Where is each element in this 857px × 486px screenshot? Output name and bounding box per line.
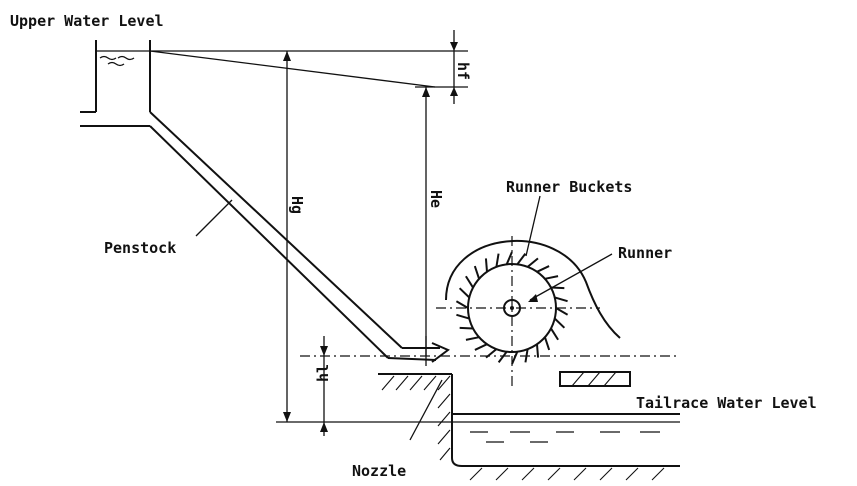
runner-bucket	[465, 275, 474, 289]
runner-bucket	[555, 307, 569, 316]
penstock-pipe	[149, 111, 440, 361]
runner-buckets	[455, 251, 569, 365]
hf-dimension	[450, 30, 458, 104]
runner-leader	[529, 253, 613, 301]
runner-bucket	[474, 343, 488, 351]
nozzle	[409, 336, 450, 441]
reservoir	[80, 40, 151, 127]
runner-bucket	[459, 326, 474, 330]
runner-bucket	[516, 253, 527, 265]
runner-bucket	[455, 300, 469, 309]
tailrace-water-level-label: Tailrace Water Level	[636, 394, 817, 412]
runner-bucket	[554, 317, 566, 329]
foundation	[378, 373, 680, 481]
runner-bucket	[465, 336, 480, 341]
runner-bucket	[544, 275, 559, 280]
runner-bucket	[524, 348, 529, 363]
runner-bucket	[550, 327, 559, 341]
upper-water-level-label: Upper Water Level	[10, 12, 164, 30]
runner-bucket	[505, 251, 513, 265]
penstock-label: Penstock	[104, 239, 176, 257]
runner-bucket	[554, 296, 568, 303]
runner-buckets-label: Runner Buckets	[506, 178, 632, 196]
hg-label: Hg	[288, 196, 306, 214]
runner-buckets-leader	[525, 195, 541, 257]
he-dimension	[422, 87, 430, 356]
runner-bucket	[473, 265, 481, 280]
hl-label: hl	[314, 364, 332, 382]
nozzle-label: Nozzle	[352, 462, 406, 480]
runner-bucket	[511, 351, 519, 365]
runner-bucket	[536, 265, 550, 273]
runner-bucket	[458, 287, 470, 299]
hl-dimension	[320, 336, 328, 436]
tailrace-water	[452, 413, 680, 443]
deflector-plate	[559, 371, 631, 387]
runner-bucket	[543, 336, 551, 351]
runner-casing	[445, 239, 621, 339]
hg-dimension	[283, 51, 291, 422]
hf-label: hf	[454, 62, 472, 80]
he-label: He	[427, 190, 445, 208]
runner-bucket	[485, 348, 498, 359]
runner-bucket	[456, 313, 470, 320]
runner-bucket	[535, 344, 540, 358]
runner-bucket	[526, 257, 539, 268]
water-level-lines	[96, 50, 468, 88]
runner-wheel	[436, 236, 600, 390]
runner-bucket	[495, 253, 500, 268]
runner-label: Runner	[618, 244, 672, 262]
runner-bucket	[484, 258, 489, 272]
runner-bucket	[497, 351, 508, 363]
